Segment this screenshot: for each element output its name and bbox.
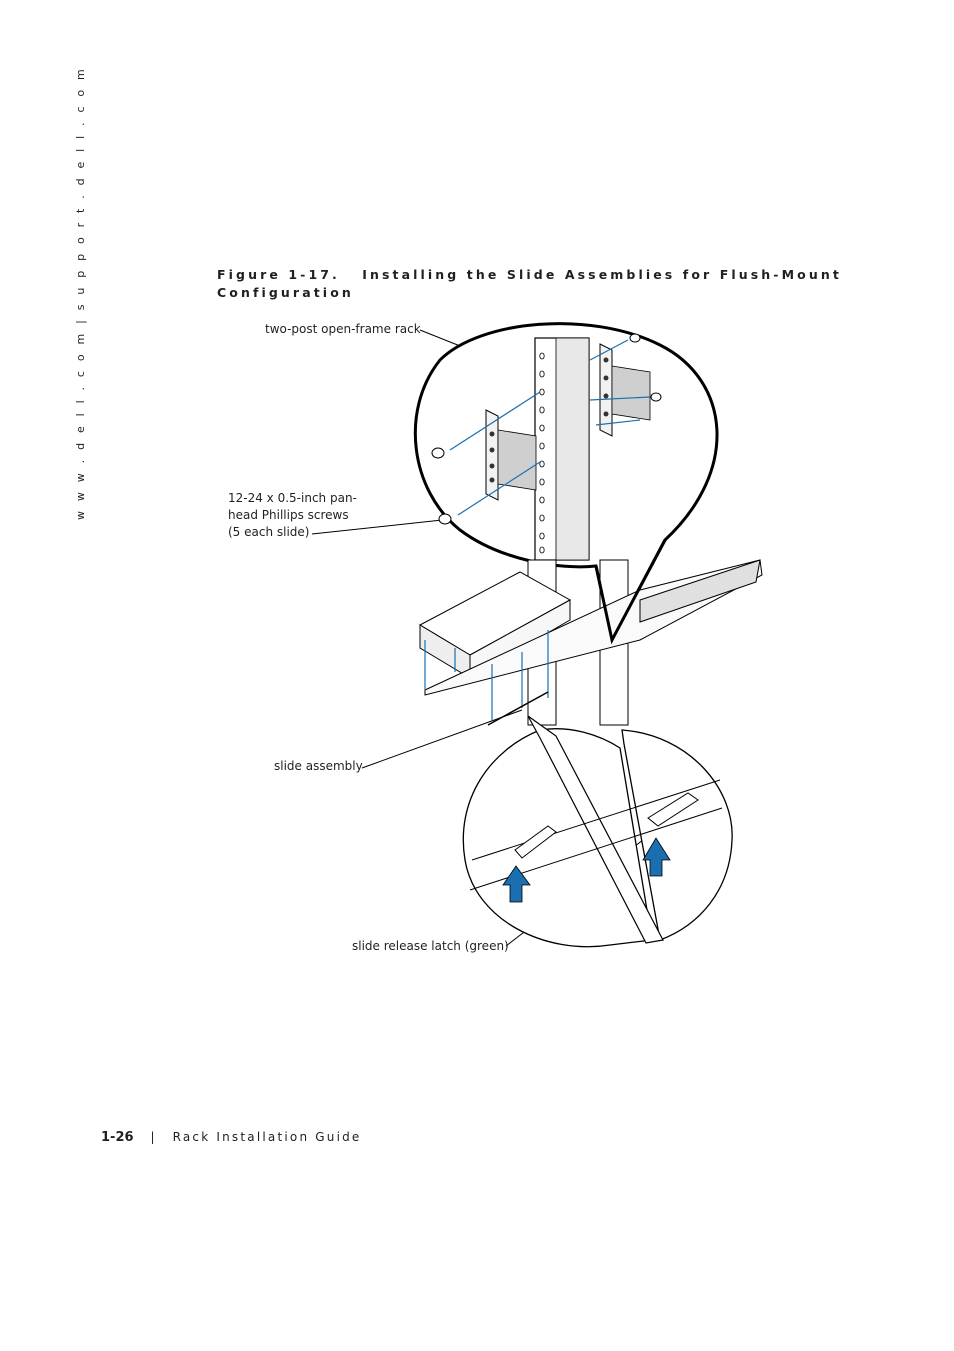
upper-zoom-bubble (413, 322, 719, 645)
latch-arrow-icon (502, 837, 671, 903)
footer-separator: | (150, 1130, 155, 1144)
callout-rack: two-post open-frame rack (265, 322, 421, 336)
callout-screws-line1: 12-24 x 0.5-inch pan- (228, 491, 357, 505)
lower-zoom-bubble (462, 715, 733, 948)
callout-slide-assembly: slide assembly (274, 759, 363, 773)
page-number: 1-26 (101, 1130, 134, 1145)
page-footer: 1-26 | Rack Installation Guide (101, 1130, 362, 1145)
callout-screws: 12-24 x 0.5-inch pan- head Phillips scre… (228, 490, 357, 541)
guide-title: Rack Installation Guide (172, 1130, 362, 1144)
rack-and-server (418, 559, 763, 726)
callout-screws-line2: head Phillips screws (228, 508, 349, 522)
callout-slide-release-latch: slide release latch (green) (352, 939, 509, 953)
screw-icons (431, 333, 662, 525)
callout-screws-line3: (5 each slide) (228, 525, 310, 539)
figure-caption-line2: Configuration (217, 285, 354, 300)
